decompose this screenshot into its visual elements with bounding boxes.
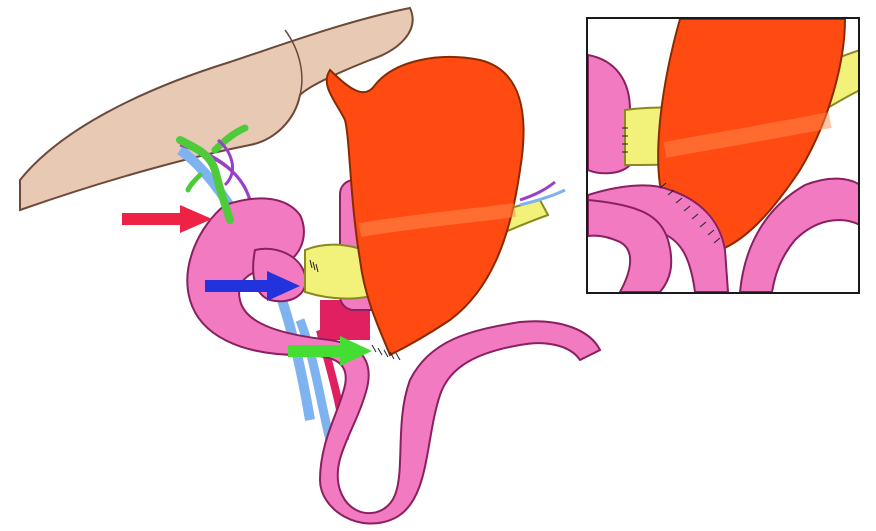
inset-detail [587,18,860,293]
vessels-right [520,182,565,205]
red-arrow [122,205,212,233]
